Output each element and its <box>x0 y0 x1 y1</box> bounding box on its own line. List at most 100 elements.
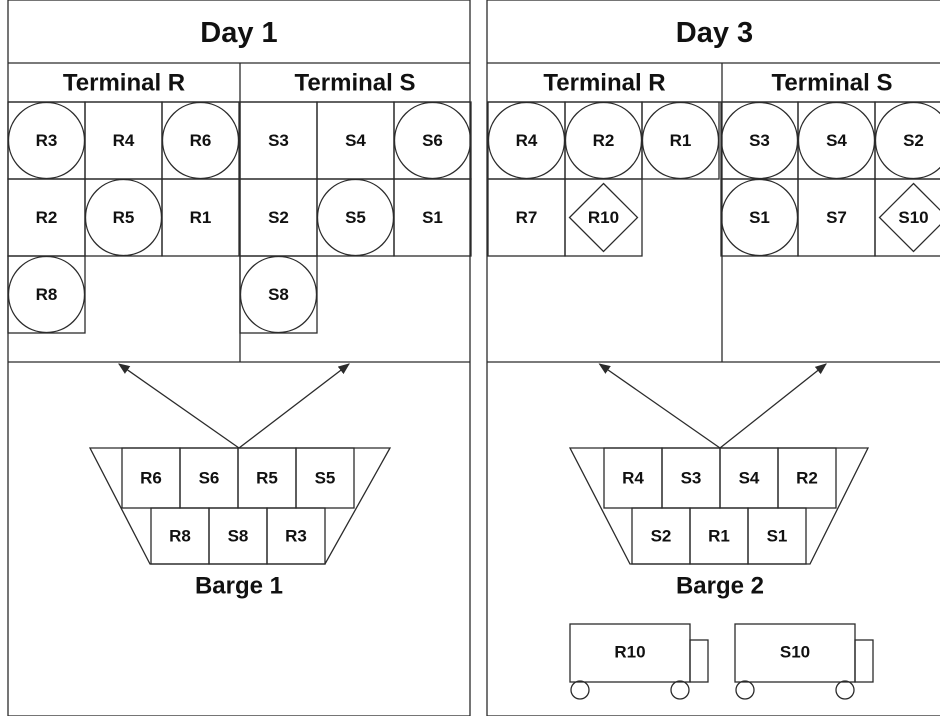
barge-container-label: S1 <box>767 527 788 546</box>
yard-cell: R7 <box>487 178 566 257</box>
yard-cell: S4 <box>797 101 876 180</box>
barge-name: Barge 1 <box>195 573 283 600</box>
truck-wheel <box>670 680 690 700</box>
truck-wheel <box>735 680 755 700</box>
barge-container-label: R8 <box>169 527 191 546</box>
day-title: Day 3 <box>676 17 753 49</box>
container-label: S1 <box>749 208 770 227</box>
container-label: S7 <box>826 208 847 227</box>
barge-container-label: R5 <box>256 469 278 488</box>
terminal-header: Terminal S <box>772 70 893 97</box>
barge-name: Barge 2 <box>676 573 764 600</box>
transfer-arrow <box>598 363 721 449</box>
container-label: R5 <box>113 208 135 227</box>
container-diamond <box>568 182 639 253</box>
transfer-arrow <box>238 363 350 449</box>
barge-container-label: S8 <box>228 527 249 546</box>
yard-cell: R4 <box>487 101 566 180</box>
yard-cell: S8 <box>239 255 318 334</box>
day3-frame <box>486 0 940 716</box>
yard-cell: S2 <box>874 101 940 180</box>
container-label: R3 <box>36 131 58 150</box>
yard-cell: R10 <box>564 178 643 257</box>
container-label: S2 <box>268 208 289 227</box>
container-label: R4 <box>516 131 538 150</box>
yard-cell: R3 <box>7 101 86 180</box>
cell-box <box>874 178 940 257</box>
container-label: S2 <box>903 131 924 150</box>
day1-frame <box>7 0 471 716</box>
transfer-arrow <box>719 363 827 449</box>
barge-slot <box>266 507 326 565</box>
yard-cell: S1 <box>720 178 799 257</box>
cell-box <box>564 178 643 257</box>
barge-container-label: R6 <box>140 469 162 488</box>
barge-container-label: R2 <box>796 469 818 488</box>
yard-cell: R6 <box>161 101 240 180</box>
terminal-header: Terminal R <box>543 70 665 97</box>
barge-container-label: S3 <box>681 469 702 488</box>
container-label: S8 <box>268 285 289 304</box>
container-label: R2 <box>593 131 615 150</box>
container-label: S4 <box>345 131 366 150</box>
container-label: S4 <box>826 131 847 150</box>
barge-container-label: S5 <box>315 469 336 488</box>
container-circle <box>641 101 720 180</box>
barge-container-label: S4 <box>739 469 760 488</box>
yard-cell: S10 <box>874 178 940 257</box>
barge-container-label: S2 <box>651 527 672 546</box>
terminal-header: Terminal S <box>295 70 416 97</box>
container-label: R1 <box>190 208 212 227</box>
yard-cell: R2 <box>564 101 643 180</box>
truck-wheel <box>570 680 590 700</box>
container-label: R10 <box>588 208 619 227</box>
yard-cell: S1 <box>393 178 472 257</box>
container-label: R2 <box>36 208 58 227</box>
yard-cell: S3 <box>239 101 318 180</box>
yard-cell: S6 <box>393 101 472 180</box>
container-diamond <box>878 182 940 253</box>
container-label: S3 <box>749 131 770 150</box>
barge-slot <box>747 507 807 565</box>
yard-cell: R1 <box>641 101 720 180</box>
container-label: R4 <box>113 131 135 150</box>
barge-slot <box>777 447 837 509</box>
container-circle <box>7 255 86 334</box>
container-label: S6 <box>422 131 443 150</box>
day-title: Day 1 <box>200 17 277 49</box>
container-label: S5 <box>345 208 366 227</box>
container-label: S1 <box>422 208 443 227</box>
barge-hull <box>568 447 870 565</box>
transfer-arrow <box>118 363 240 449</box>
barge-container-label: R4 <box>622 469 644 488</box>
container-label: R7 <box>516 208 538 227</box>
barge-hull <box>88 447 392 565</box>
yard-cell: S2 <box>239 178 318 257</box>
yard-cell: S7 <box>797 178 876 257</box>
truck-cab <box>854 639 874 683</box>
yard-cell: R1 <box>161 178 240 257</box>
barge-container-label: R1 <box>708 527 730 546</box>
container-label: S10 <box>898 208 928 227</box>
yard-cell: R2 <box>7 178 86 257</box>
yard-cell: S5 <box>316 178 395 257</box>
terminal-header: Terminal R <box>63 70 185 97</box>
truck-container-label: S10 <box>780 643 810 662</box>
container-label: R1 <box>670 131 692 150</box>
truck-container-label: R10 <box>614 643 645 662</box>
container-label: R6 <box>190 131 212 150</box>
truck: R10 <box>569 623 709 700</box>
container-label: S3 <box>268 131 289 150</box>
yard-cell: R5 <box>84 178 163 257</box>
cell-box <box>161 178 240 257</box>
yard-cell: S4 <box>316 101 395 180</box>
yard-cell: R8 <box>7 255 86 334</box>
yard-cell: S3 <box>720 101 799 180</box>
truck: S10 <box>734 623 874 700</box>
barge-container-label: S6 <box>199 469 220 488</box>
container-label: R8 <box>36 285 58 304</box>
